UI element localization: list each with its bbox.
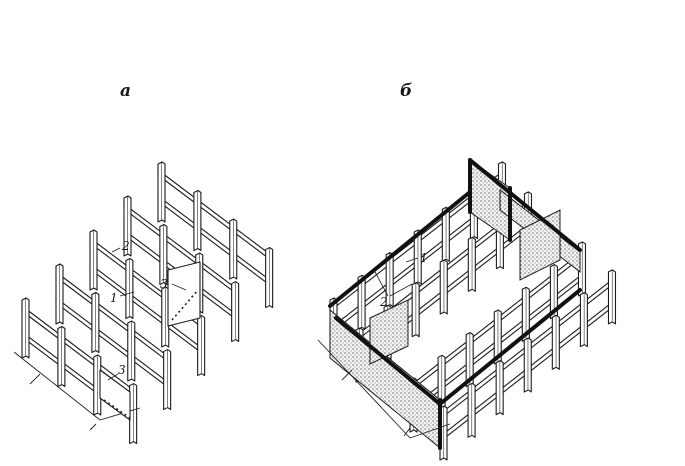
panel-a-frame-5-post xyxy=(229,218,238,280)
panel-b-frame-row-1-post xyxy=(357,274,366,330)
panel-a-tick-mark xyxy=(89,423,97,431)
panel-a-frame-3-post xyxy=(89,229,98,291)
panel-b-frame-row-2-post xyxy=(467,236,476,292)
panel-b-callout-2: 2 xyxy=(379,295,388,309)
panel-a-frame-5-post xyxy=(193,189,202,252)
panel-b-callouts: 1 2 xyxy=(373,251,428,309)
panel-a-base-end xyxy=(99,407,141,421)
panel-b-base-end xyxy=(409,423,451,439)
panel-a-frame-4-post xyxy=(123,195,132,257)
panel-a-frame-3-post xyxy=(197,315,206,377)
panel-a-frame-4-post xyxy=(159,223,168,286)
panel-b-frame-row-4-post xyxy=(607,269,617,325)
panel-a-shield-upper xyxy=(167,261,201,327)
panel-b-frame-row-2-post xyxy=(439,259,448,315)
panel-a-callout-3-lower: 3 xyxy=(118,363,126,377)
panel-a-frame-1 xyxy=(21,297,138,445)
panel-b-frame-row-4-post xyxy=(579,292,588,348)
panel-a-frame-1-post xyxy=(129,383,138,445)
panel-a-frame-5-post xyxy=(157,161,166,223)
panel-a-frame-3-post xyxy=(125,257,134,320)
panel-a-frame-1-post xyxy=(57,325,66,388)
panel-b-frame-row-1-post xyxy=(413,229,422,285)
panel-a-callout-1: 1 xyxy=(110,291,118,305)
panel-b-frame-row-2-post xyxy=(411,282,420,338)
panel-a-frame-2 xyxy=(55,263,172,411)
panel-a-frame-5-post xyxy=(265,247,274,309)
panel-a-frame-2-post xyxy=(55,263,64,325)
panel-b-base-line xyxy=(317,339,411,439)
panel-b-heavy-beams xyxy=(328,158,582,406)
panel-a-shield-lower xyxy=(99,369,131,421)
panel-a-frame-2-post xyxy=(91,291,100,354)
panel-a-frame-assembly xyxy=(13,161,274,445)
panel-a-label: а xyxy=(120,81,131,101)
panel-b-frame-row-4-post xyxy=(551,314,560,370)
panel-a-frame-2-post xyxy=(127,320,136,382)
panel-b-frame-row-4-post xyxy=(523,337,532,393)
panel-a-frame-5 xyxy=(157,161,274,309)
panel-b-tick-mark xyxy=(341,369,353,381)
panel-b-frame-row-3-post xyxy=(465,332,474,388)
panel-a-clamp-pins xyxy=(103,399,131,419)
panel-b-heavy-posts xyxy=(438,158,512,450)
panel-a-frame-1-post xyxy=(21,297,30,359)
panel-b-frame-row-4 xyxy=(439,269,617,461)
panel-a-frame-2-post xyxy=(163,349,172,411)
panel-b-frame-row-1-post xyxy=(441,206,450,262)
panel-a-callout-3-upper: 3 xyxy=(160,277,168,291)
panel-b-callout-1: 1 xyxy=(420,251,428,265)
panel-b-frame-row-4-post xyxy=(495,360,504,416)
panel-a-tick-mark xyxy=(29,373,41,385)
panel-a-base-line xyxy=(13,351,101,421)
panel-b-tick-mark xyxy=(403,427,411,437)
panel-b-frame-row-4-post xyxy=(467,382,476,438)
panel-b-form-inner xyxy=(369,299,409,365)
panel-a-frame-4-post xyxy=(231,281,240,343)
panel-b-label: б xyxy=(400,81,412,101)
panel-b-frame-assembly xyxy=(317,158,617,461)
panel-a-callouts: 2 1 3 3 xyxy=(107,239,187,381)
panel-a-callout-2: 2 xyxy=(121,239,130,253)
panel-a-clamp-pins xyxy=(171,289,199,321)
